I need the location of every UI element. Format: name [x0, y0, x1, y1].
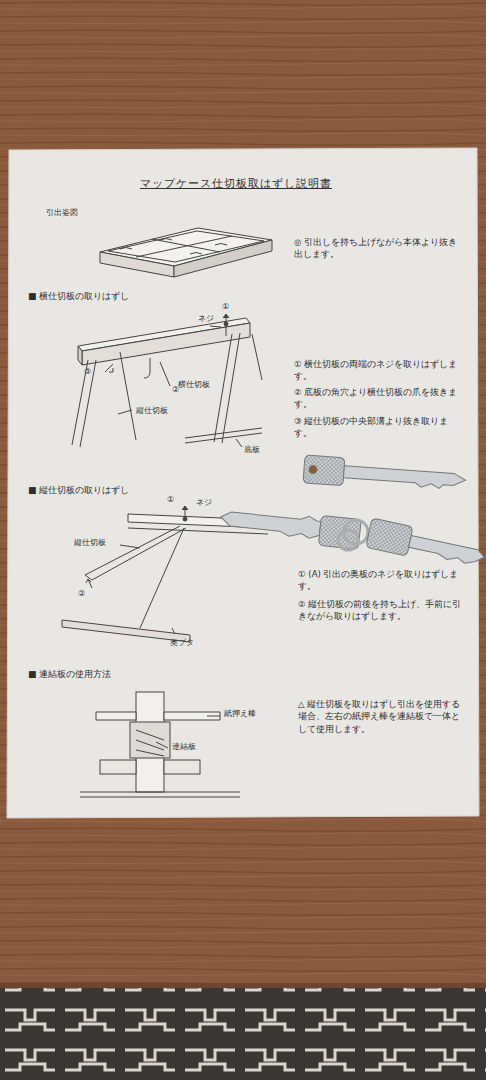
wood-table	[0, 0, 486, 990]
part-label: ■ 連結板の使用方法	[28, 668, 111, 681]
part-label: 縦仕切板	[74, 538, 106, 549]
part-label: 底板	[244, 445, 260, 456]
paper-sheet	[7, 148, 479, 818]
part-label: 縦仕切板	[136, 406, 168, 417]
instruction-text: ① 横仕切板の両端のネジを取りはずします。	[294, 358, 462, 383]
instruction-text: ① (A) 引出の奥板のネジを取りはずします。	[298, 568, 468, 593]
instruction-text: ② 底板の角穴より横仕切板の爪を抜きます。	[294, 386, 462, 411]
part-label: ネジ	[196, 498, 212, 509]
callout-number: ①	[222, 301, 229, 313]
document-title: マップケース仕切板取はずし説明書	[140, 176, 332, 192]
horizontal-divider-figure	[72, 314, 262, 447]
part-label: 連結板	[172, 742, 196, 753]
instruction-text: ◎ 引出しを持ち上げながら本体より抜き出します。	[294, 236, 462, 261]
callout-number: ①	[167, 494, 174, 506]
part-label: 奥ブタ	[170, 638, 194, 649]
drawer-illustration	[100, 228, 272, 277]
part-label: 引出姿図	[46, 207, 78, 219]
part-label: 横仕切板	[178, 380, 210, 391]
instruction-text: △ 縦仕切板を取りはずし引出を使用する場合、左右の紙押え棒を連結板で一体として使…	[298, 698, 468, 735]
keys	[219, 455, 486, 572]
part-label: 紙押え棒	[224, 709, 256, 720]
part-label: ■ 横仕切板の取りはずし	[28, 290, 129, 303]
instruction-text: ② 縦仕切板の前後を持ち上げ、手前に引きながら取りはずします。	[298, 598, 468, 623]
callout-number: ②	[78, 588, 85, 600]
callout-number: ③	[84, 366, 91, 378]
instruction-text: ③ 縦仕切板の中央部溝より抜き取ります。	[294, 415, 462, 440]
part-label: ■ 縦仕切板の取りはずし	[28, 484, 129, 497]
connector-plate-figure	[80, 692, 240, 797]
part-label: ネジ	[198, 314, 214, 325]
floor-mat	[0, 985, 486, 1080]
